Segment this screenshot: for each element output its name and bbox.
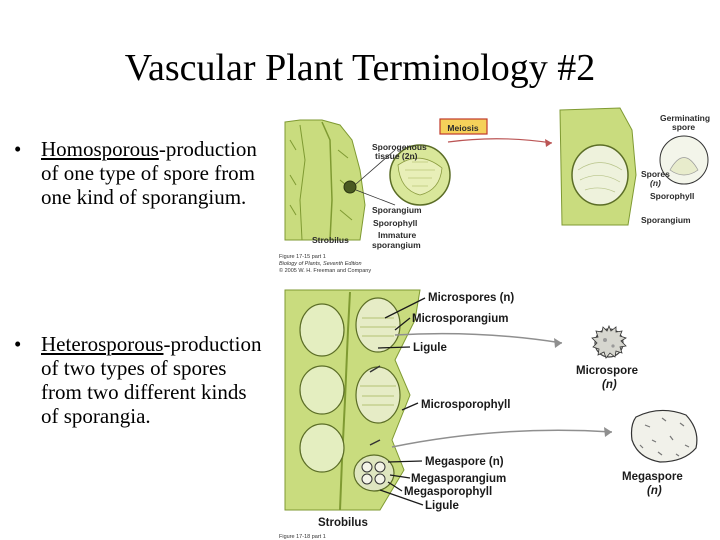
label-sporogenous-tissue: tissue (2n)	[375, 151, 418, 161]
label-immature-sporangium: sporangium	[372, 240, 421, 250]
label-germinating-spore: spore	[672, 122, 695, 132]
microspore-illustration	[591, 324, 627, 359]
definition-heterosporous: -production of two types of spores from …	[41, 332, 262, 428]
label-microspore: Microspore	[576, 365, 638, 377]
label-ligule-2: Ligule	[425, 500, 459, 512]
bullet-marker: •	[14, 332, 22, 356]
meiosis-arrow	[447, 138, 553, 144]
bullet-marker: •	[14, 137, 22, 161]
heterosporous-strobilus	[284, 289, 421, 511]
caption-line-2: Biology of Plants, Seventh Edition	[279, 261, 362, 267]
label-microspores: Microspores (n)	[428, 292, 514, 304]
label-microsporangium: Microsporangium	[412, 313, 508, 325]
label-sporophyll-right: Sporophyll	[650, 191, 694, 201]
mature-sporangium	[559, 107, 637, 226]
term-homosporous: Homosporous	[41, 137, 159, 161]
microspore-arrow	[394, 332, 563, 344]
label-sporophyll: Sporophyll	[373, 218, 417, 228]
definition-homosporous: -production of one type of spore from on…	[41, 137, 257, 209]
bullet-text: Heterosporous-production of two types of…	[41, 332, 266, 428]
label-microspore-n: (n)	[602, 379, 617, 391]
label-sporogenous: Sporogenous	[372, 142, 427, 152]
label-spores: Spores	[641, 169, 670, 179]
term-heterosporous: Heterosporous	[41, 332, 164, 356]
label-germinating: Germinating	[660, 113, 710, 123]
sporangium-closeup	[389, 144, 451, 206]
meiosis-box	[439, 118, 488, 135]
label-megaspore-n: Megaspore (n)	[425, 456, 504, 468]
label-ligule: Ligule	[413, 342, 447, 354]
bullet-text: Homosporous-production of one type of sp…	[41, 137, 266, 209]
label-strobilus-bottom: Strobilus	[318, 517, 368, 529]
label-sporangium-right: Sporangium	[641, 215, 691, 225]
caption-line-1: Figure 17-15 part 1	[279, 254, 326, 260]
label-strobilus-top: Strobilus	[312, 235, 349, 245]
label-megasporangium: Megasporangium	[411, 473, 506, 485]
label-spores-n: (n)	[650, 178, 661, 188]
megaspore-arrow	[391, 429, 613, 448]
label-megaspore: Megaspore	[622, 471, 683, 483]
label-megasporophyll: Megasporophyll	[404, 486, 492, 498]
label-sporangium: Sporangium	[372, 205, 422, 215]
megaspore-illustration	[630, 409, 698, 463]
caption-bottom: Figure 17-18 part 1	[279, 534, 326, 540]
label-immature: Immature	[378, 230, 417, 240]
label-microsporophyll: Microsporophyll	[421, 399, 510, 411]
caption-line-3: © 2005 W. H. Freeman and Company	[279, 267, 371, 274]
strobilus-figure	[284, 119, 396, 241]
label-megaspore-n-right: (n)	[647, 485, 662, 497]
slide-title: Vascular Plant Terminology #2	[124, 47, 596, 89]
label-meiosis: Meiosis	[447, 123, 478, 133]
leader-lines	[377, 297, 426, 506]
